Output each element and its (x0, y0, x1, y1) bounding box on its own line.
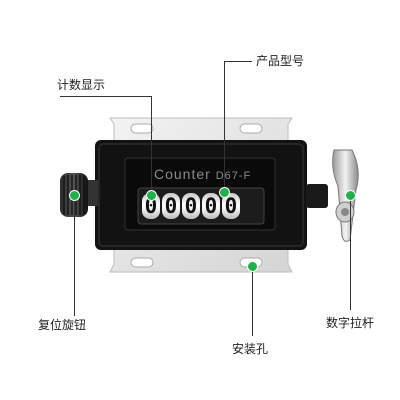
leader-line-display (151, 96, 152, 195)
label-mounting-hole: 安装孔 (232, 342, 269, 356)
brand-text: Counter (154, 166, 211, 182)
digit: 0 (202, 193, 220, 219)
digit: 0 (222, 193, 240, 219)
marker-dot-reset (69, 190, 80, 201)
model-text: D67-F (215, 170, 252, 182)
label-digit-pull-lever: 数字拉杆 (326, 316, 375, 330)
marker-dot-lever (345, 190, 356, 201)
label-model-number: 产品型号 (256, 54, 305, 68)
marker-dot-model (219, 187, 230, 198)
mounting-hole-top-left (130, 123, 154, 134)
marker-dot-display (146, 190, 157, 201)
leader-line-hole (252, 266, 253, 336)
marker-dot-hole (247, 261, 258, 272)
mounting-hole-bottom-left (130, 257, 154, 268)
label-count-display: 计数显示 (57, 78, 106, 92)
label-reset-knob: 复位旋钮 (38, 318, 87, 332)
leader-line-reset (74, 196, 75, 316)
leader-line-model (224, 61, 225, 192)
leader-line-lever (350, 196, 351, 310)
digit: 0 (182, 193, 200, 219)
leader-line-display-h (60, 96, 152, 97)
mounting-hole-top-right (239, 123, 263, 134)
leader-line-model-h (224, 61, 252, 62)
counter-digits: 0 0 0 0 0 (142, 193, 240, 219)
digit: 0 (162, 193, 180, 219)
